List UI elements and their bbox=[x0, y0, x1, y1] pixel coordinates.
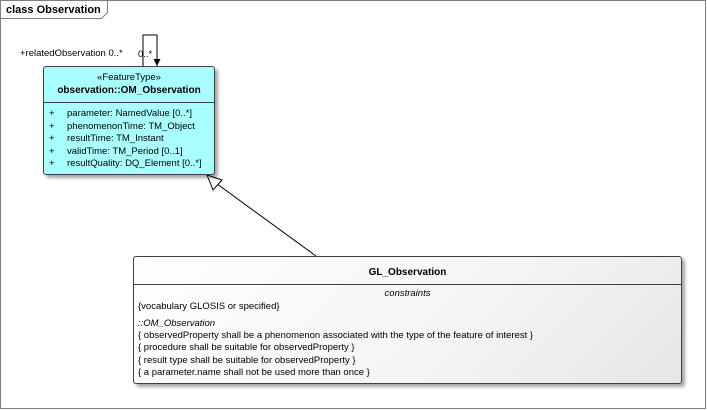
generalization-arrowhead bbox=[206, 174, 223, 191]
frame-title-tab bbox=[0, 0, 108, 19]
constraint-item[interactable]: {vocabulary GLOSIS or specified} bbox=[138, 301, 280, 312]
inherited-from-label: ::OM_Observation bbox=[138, 317, 216, 329]
association-source-label: +relatedObservation 0..* bbox=[20, 48, 123, 59]
attribute-text: parameter: NamedValue [0..*] bbox=[67, 108, 192, 119]
attribute-text: resultTime: TM_Instant bbox=[67, 133, 164, 145]
attribute-visibility: + bbox=[49, 120, 55, 132]
constraint-item[interactable]: { observedProperty shall be a phenomenon… bbox=[138, 330, 534, 341]
constraint-item[interactable]: { result type shall be suitable for obse… bbox=[138, 354, 356, 366]
gl-observation-class[interactable]: GL_Observation constraints {vocabulary G… bbox=[133, 256, 682, 384]
attribute-text: resultQuality: DQ_Element [0..*] bbox=[67, 158, 202, 170]
om-observation-separator bbox=[44, 102, 214, 103]
attribute-text: phenomenonTime: TM_Object bbox=[67, 120, 195, 132]
attribute-text: validTime: TM_Period [0..1] bbox=[67, 145, 183, 157]
gl-observation-separator bbox=[134, 284, 681, 285]
attribute-visibility: + bbox=[49, 108, 55, 119]
om-observation-stereotype: «FeatureType» bbox=[97, 72, 161, 83]
attribute-visibility: + bbox=[49, 133, 55, 145]
attribute-visibility: + bbox=[49, 158, 55, 170]
om-observation-attributes: + parameter: NamedValue [0..*] + phenome… bbox=[49, 108, 202, 171]
attribute-row[interactable]: + resultTime: TM_Instant bbox=[49, 133, 202, 146]
constraint-item[interactable]: { procedure shall be suitable for observ… bbox=[138, 342, 355, 354]
association-arrowhead bbox=[153, 59, 161, 66]
attribute-row[interactable]: + phenomenonTime: TM_Object bbox=[49, 121, 202, 134]
diagram-title: class Observation bbox=[6, 4, 101, 16]
association-target-label: 0..* bbox=[138, 49, 153, 60]
generalization-line bbox=[212, 180, 317, 257]
om-observation-name: observation::OM_Observation bbox=[57, 85, 201, 96]
constraint-item[interactable]: { a parameter.name shall not be used mor… bbox=[138, 366, 370, 378]
attribute-row[interactable]: + parameter: NamedValue [0..*] bbox=[49, 108, 202, 121]
constraints-list: {vocabulary GLOSIS or specified} ::OM_Ob… bbox=[138, 301, 533, 379]
attribute-row[interactable]: + resultQuality: DQ_Element [0..*] bbox=[49, 158, 202, 171]
gl-observation-name: GL_Observation bbox=[368, 267, 447, 278]
attribute-visibility: + bbox=[49, 145, 55, 157]
self-association-line bbox=[142, 34, 158, 66]
om-observation-class[interactable]: «FeatureType» observation::OM_Observatio… bbox=[43, 66, 215, 175]
constraints-heading: constraints bbox=[384, 288, 431, 299]
attribute-row[interactable]: + validTime: TM_Period [0..1] bbox=[49, 146, 202, 159]
